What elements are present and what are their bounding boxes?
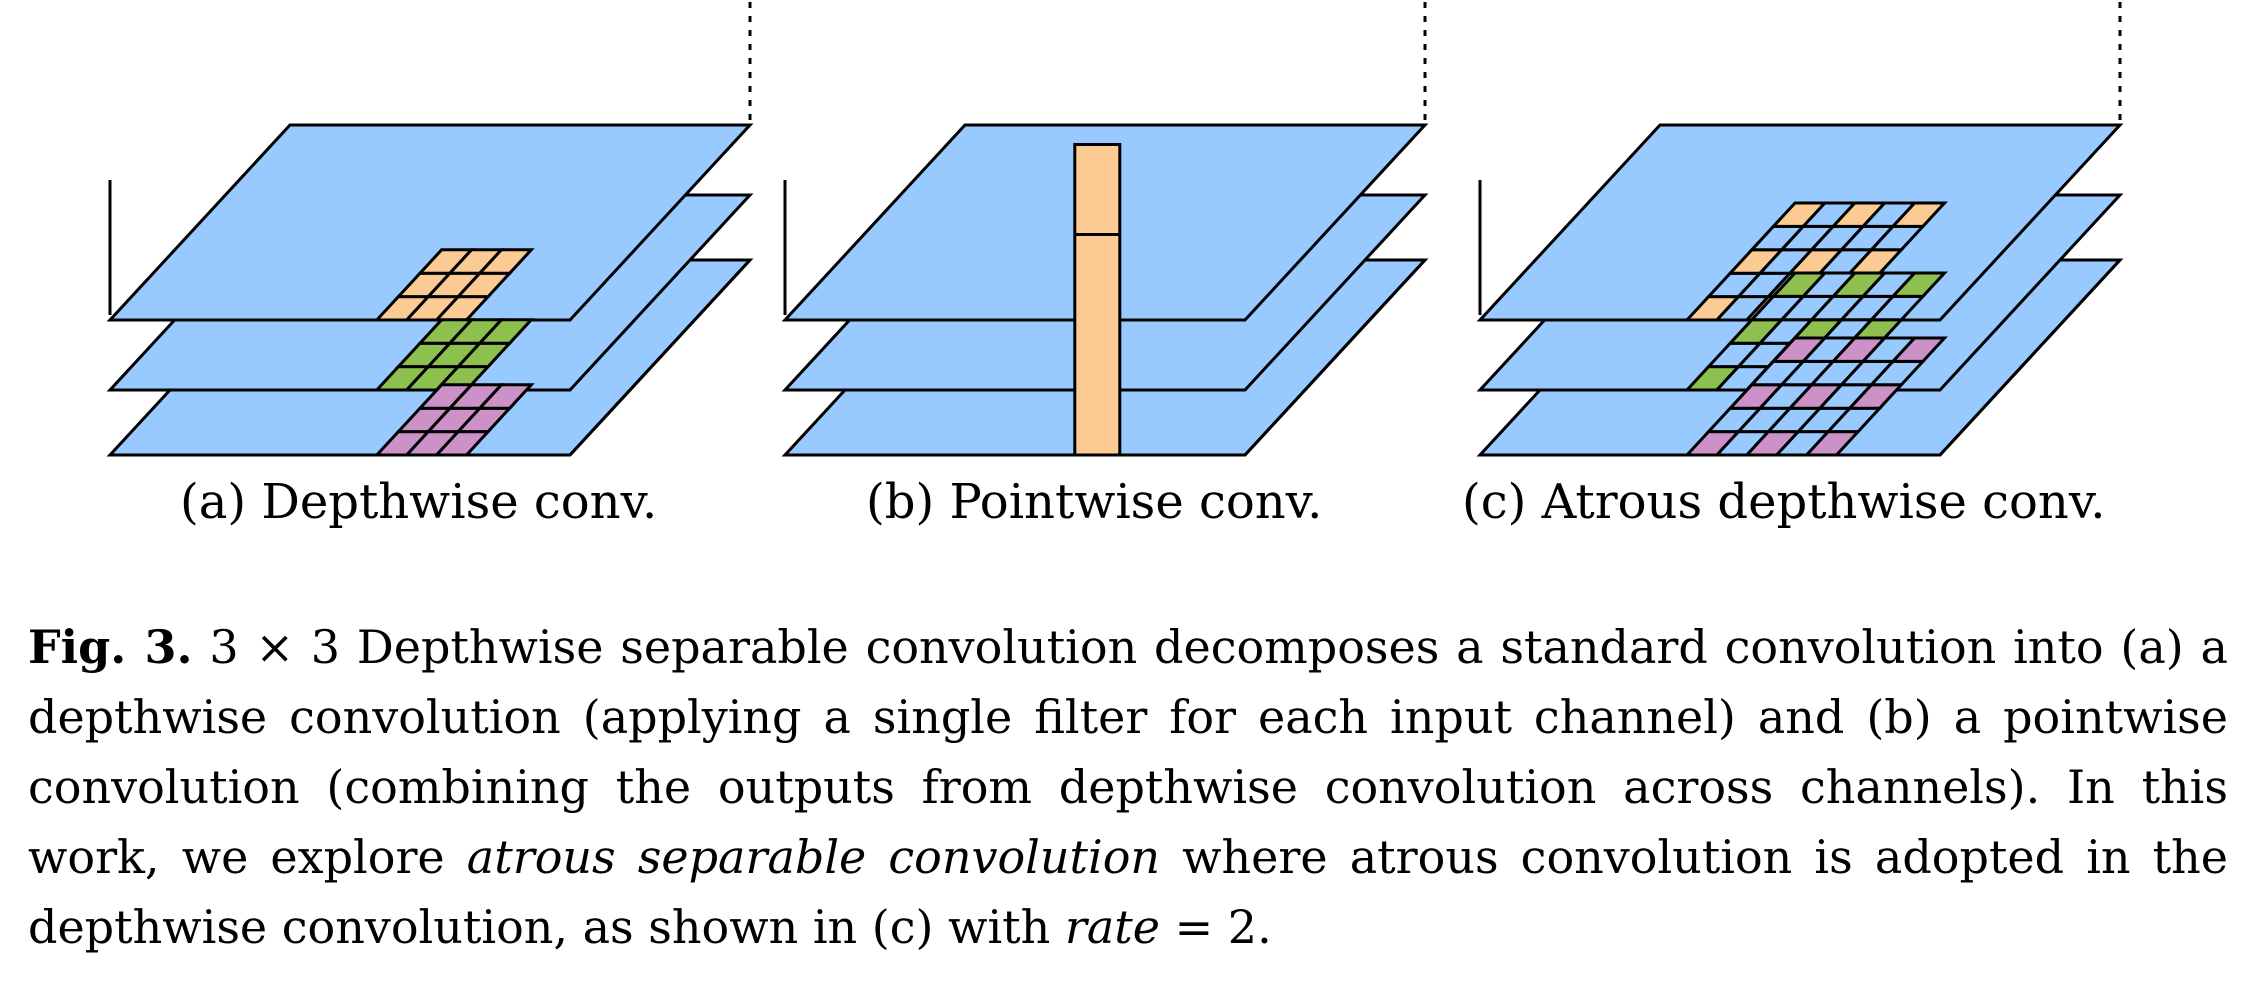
caption-rate-value: = 2.	[1160, 900, 1272, 954]
box-outline	[1480, 258, 2122, 457]
subcaption-a: (a) Depthwise conv.	[180, 474, 658, 530]
figure-caption: Fig. 3. 3 × 3 Depthwise separable convol…	[28, 612, 2228, 962]
depthwise-kernel-1-cell	[476, 318, 535, 345]
depthwise-kernel-0-cell	[476, 248, 535, 275]
figure-illustration	[106, 0, 2124, 457]
panel-a-depthwise	[106, 0, 754, 457]
subcaption-b: (b) Pointwise conv.	[866, 474, 1323, 530]
panel-c-atrous	[1476, 0, 2124, 457]
caption-label: Fig. 3.	[28, 620, 193, 674]
atrous-kernel-0-cell	[1889, 201, 1948, 228]
subcaption-c: (c) Atrous depthwise conv.	[1462, 474, 2106, 530]
atrous-kernel-2-cell	[1889, 336, 1948, 363]
atrous-kernel-1-cell	[1889, 271, 1948, 298]
caption-text-1: 3 × 3 Depthwise separable convolution de…	[28, 620, 2228, 884]
box-outline	[785, 258, 1427, 457]
panel-b-pointwise	[781, 0, 1429, 457]
caption-emphasis: atrous separable convolution	[466, 830, 1161, 884]
caption-rate-var: rate	[1064, 900, 1161, 954]
depthwise-kernel-2-cell	[476, 383, 535, 410]
box-outline	[110, 258, 752, 457]
caption-text-2: where atrous convolution is adopted in t…	[28, 830, 2228, 954]
pointwise-column	[1073, 143, 1122, 457]
